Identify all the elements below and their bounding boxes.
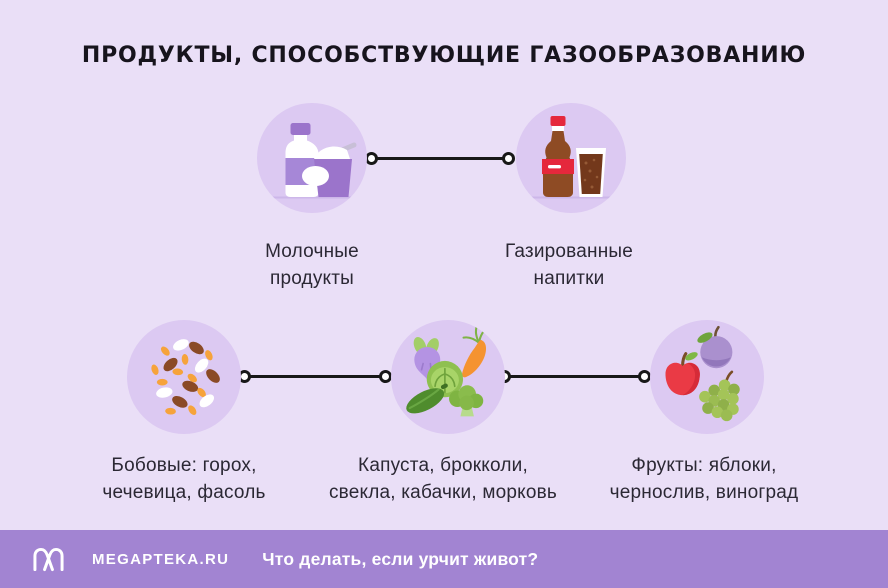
dairy-circle bbox=[257, 103, 367, 213]
vegetables-icon bbox=[406, 324, 490, 417]
page-title: ПРОДУКТЫ, СПОСОБСТВУЮЩИЕ ГАЗООБРАЗОВАНИЮ bbox=[81, 43, 807, 68]
soda-label-line2: напитки bbox=[533, 268, 605, 289]
soda-circle bbox=[516, 103, 626, 213]
fruits-circle bbox=[650, 320, 764, 434]
legumes-label: Бобовые: горох, чечевица, фасоль bbox=[44, 452, 324, 506]
connector-line bbox=[245, 375, 386, 378]
footer-brand: MEGAPTEKA.RU bbox=[92, 550, 230, 568]
legumes-circle bbox=[127, 320, 241, 434]
vegetables-label-line1: Капуста, брокколи, bbox=[358, 455, 528, 476]
dairy-label-line2: продукты bbox=[269, 268, 355, 289]
vegetables-label-line2: свекла, кабачки, морковь bbox=[328, 482, 558, 503]
vegetables-circle bbox=[391, 320, 505, 434]
fruits-icon bbox=[665, 325, 740, 422]
beans-icon bbox=[151, 339, 220, 415]
connector-line bbox=[505, 375, 645, 378]
legumes-label-line2: чечевица, фасоль bbox=[102, 482, 266, 503]
megapteka-logo-icon bbox=[33, 547, 64, 571]
connector-dot bbox=[638, 370, 651, 383]
footer-bar: MEGAPTEKA.RU Что делать, если урчит живо… bbox=[0, 530, 888, 588]
fruits-label-line2: чернослив, виноград bbox=[609, 482, 799, 503]
dairy-label: Молочные продукты bbox=[192, 238, 432, 292]
connector-line bbox=[372, 157, 509, 160]
dairy-label-line1: Молочные bbox=[265, 241, 359, 262]
vegetables-label: Капуста, брокколи, свекла, кабачки, морк… bbox=[293, 452, 593, 506]
fruits-label: Фрукты: яблоки, чернослив, виноград bbox=[554, 452, 854, 506]
milk-bottle-yogurt-icon bbox=[257, 123, 367, 199]
connector-dot bbox=[379, 370, 392, 383]
connector-dot bbox=[502, 152, 515, 165]
legumes-label-line1: Бобовые: горох, bbox=[111, 455, 257, 476]
fruits-label-line1: Фрукты: яблоки, bbox=[631, 455, 777, 476]
soda-label-line1: Газированные bbox=[504, 241, 634, 262]
cola-bottle-glass-icon bbox=[516, 116, 626, 199]
footer-question: Что делать, если урчит живот? bbox=[262, 548, 539, 569]
soda-label: Газированные напитки bbox=[449, 238, 689, 292]
